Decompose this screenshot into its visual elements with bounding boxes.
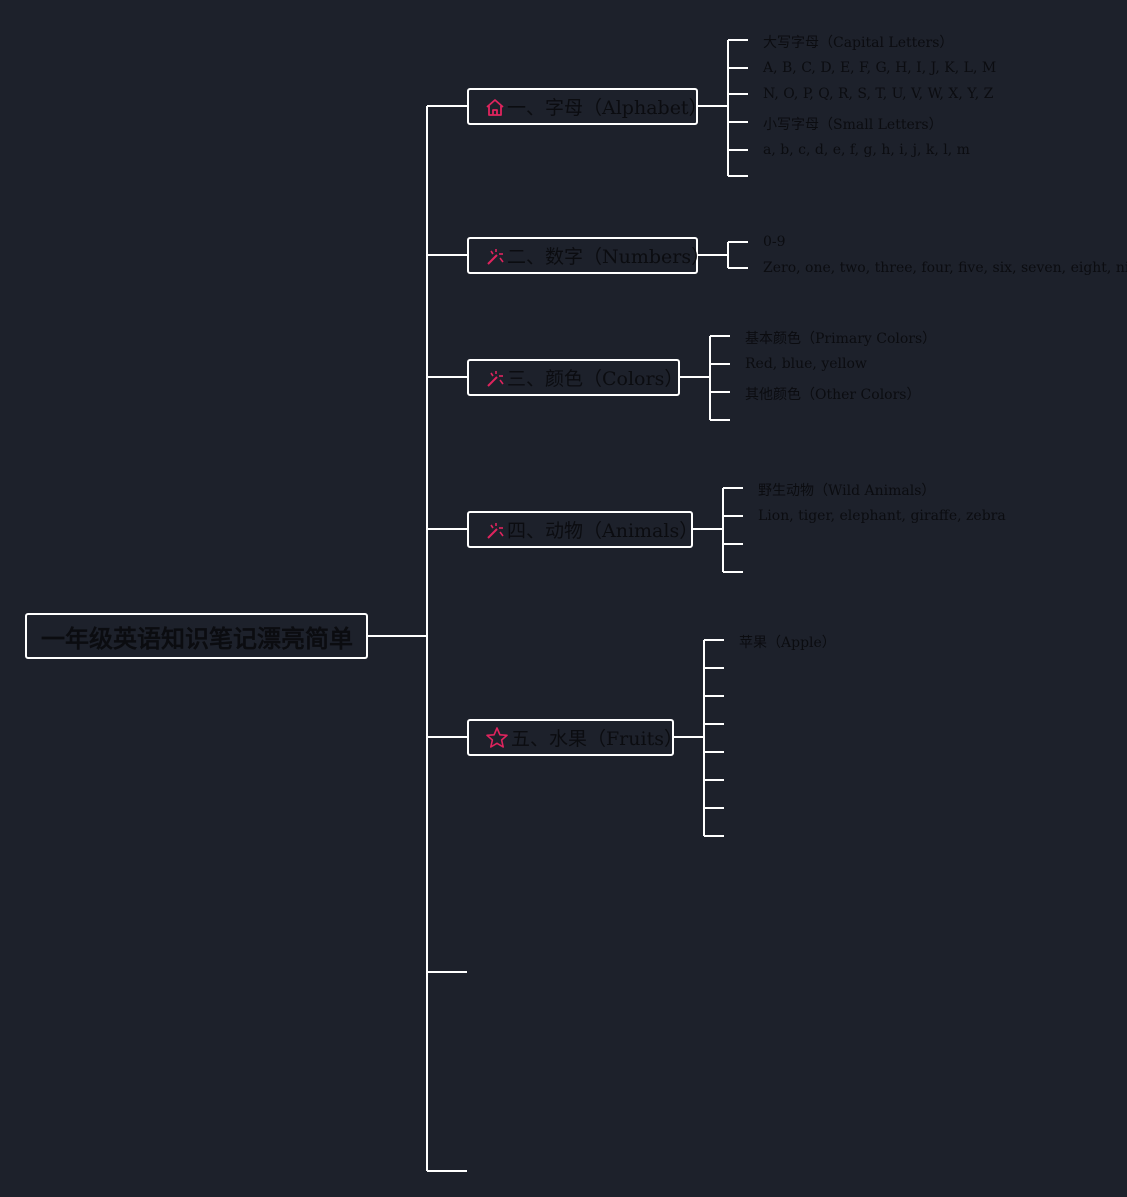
leaf-text: N, O, P, Q, R, S, T, U, V, W, X, Y, Z [763, 86, 994, 102]
branch-label: 四、动物（Animals） [507, 520, 699, 542]
leaf-text: Zero, one, two, three, four, five, six, … [763, 260, 1127, 276]
branch-label: 五、水果（Fruits） [511, 728, 683, 750]
branch-node-alphabet[interactable]: 一、字母（Alphabet） [467, 88, 708, 125]
branch-node-numbers[interactable]: 二、数字（Numbers） [467, 237, 710, 274]
branch-label: 二、数字（Numbers） [507, 246, 711, 268]
branch-node-colors[interactable]: 三、颜色（Colors） [467, 359, 684, 396]
leaf-text: Lion, tiger, elephant, giraffe, zebra [758, 508, 1006, 524]
leaf-text: a, b, c, d, e, f, g, h, i, j, k, l, m [763, 142, 970, 158]
root-node[interactable]: 一年级英语知识笔记漂亮简单 [25, 613, 368, 659]
branch-label: 一、字母（Alphabet） [507, 97, 708, 119]
magic-wand-icon [485, 517, 505, 543]
leaf-text: 其他颜色（Other Colors） [745, 387, 921, 403]
leaf-text: 大写字母（Capital Letters） [763, 35, 954, 51]
branch-node-animals[interactable]: 四、动物（Animals） [467, 511, 698, 548]
leaf-text: 苹果（Apple） [739, 635, 836, 651]
branch-node-fruits[interactable]: 五、水果（Fruits） [467, 719, 683, 756]
star-icon [485, 725, 509, 751]
magic-wand-icon [485, 243, 505, 269]
branch-label: 三、颜色（Colors） [507, 368, 684, 390]
leaf-text: 0-9 [763, 234, 786, 250]
leaf-text: Red, blue, yellow [745, 356, 867, 372]
root-title: 一年级英语知识笔记漂亮简单 [41, 624, 353, 653]
home-icon [485, 94, 505, 120]
magic-wand-icon [485, 365, 505, 391]
leaf-text: A, B, C, D, E, F, G, H, I, J, K, L, M [763, 60, 997, 76]
leaf-text: 基本颜色（Primary Colors） [745, 331, 937, 347]
leaf-text: 野生动物（Wild Animals） [758, 483, 936, 499]
leaf-text: 小写字母（Small Letters） [763, 117, 943, 133]
